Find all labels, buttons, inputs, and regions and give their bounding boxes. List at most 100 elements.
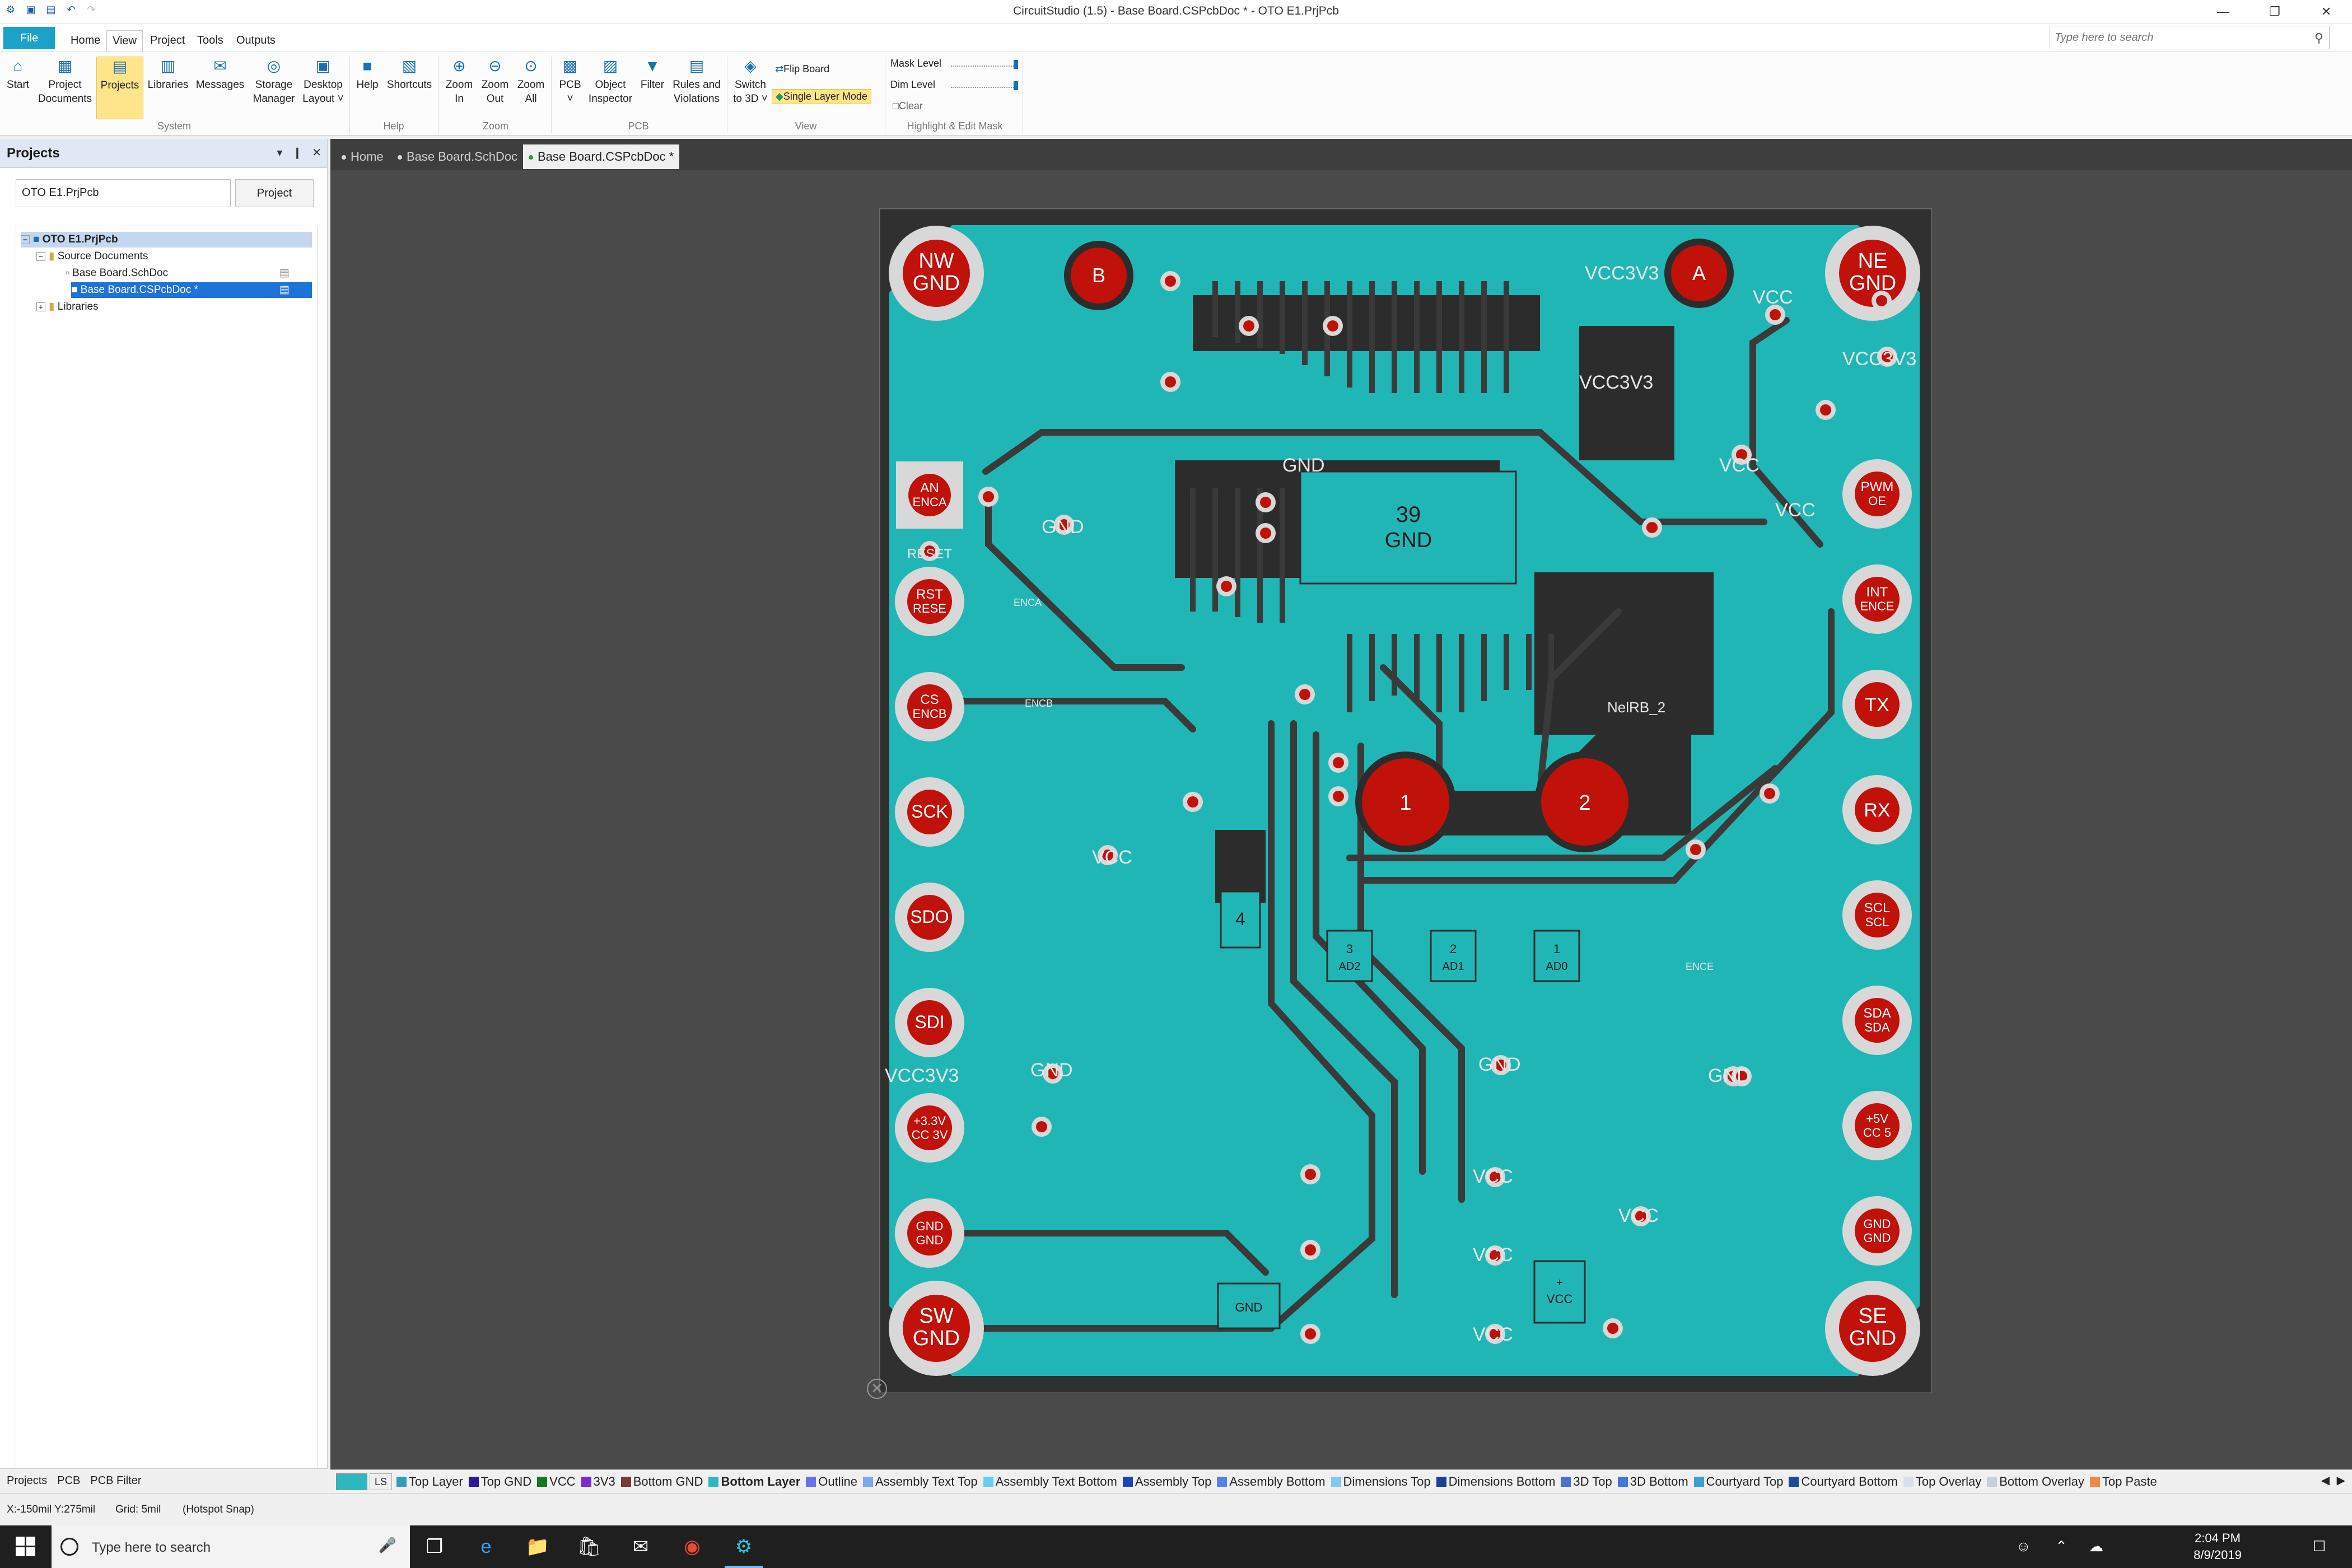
tree-item-pcbdoc[interactable]: ■ Base Board.CSPcbDoc * ▤ <box>71 282 312 298</box>
layer-tab[interactable]: 3D Top <box>1561 1474 1612 1489</box>
microphone-icon[interactable]: 🎤 <box>378 1537 396 1553</box>
slider-knob[interactable] <box>1014 81 1018 90</box>
tab-projects[interactable]: Projects <box>7 1474 48 1487</box>
task-view-icon[interactable]: ❐ <box>426 1536 444 1557</box>
notifications-icon[interactable]: ☐ <box>2313 1538 2326 1555</box>
mail-icon[interactable]: ✉ <box>632 1536 649 1557</box>
chrome-icon[interactable]: ◉ <box>684 1536 701 1557</box>
tray-expand-icon[interactable]: ⌃ <box>2055 1538 2068 1555</box>
tab-home[interactable]: Home <box>71 34 101 46</box>
doc-tab-schdoc[interactable]: Base Board.SchDoc <box>392 144 523 169</box>
layer-tab[interactable]: Dimensions Bottom <box>1436 1474 1555 1489</box>
close-button[interactable]: ✕ <box>2321 4 2332 18</box>
start-button[interactable]: ⌂Start <box>6 57 30 91</box>
layer-tab[interactable]: Assembly Text Bottom <box>983 1474 1117 1489</box>
layer-tab[interactable]: Dimensions Top <box>1331 1474 1431 1489</box>
tab-file[interactable]: File <box>3 27 55 49</box>
pin-icon[interactable]: ❙ <box>292 147 302 159</box>
fiducial-a[interactable] <box>1671 245 1727 301</box>
panel-close-icon[interactable]: ✕ <box>312 147 321 159</box>
mask-level-slider[interactable] <box>951 60 1018 70</box>
tree-item-source-documents[interactable]: −▮ Source Documents <box>36 249 148 264</box>
current-layer-swatch[interactable] <box>336 1473 367 1490</box>
layer-tab[interactable]: Courtyard Bottom <box>1789 1474 1898 1489</box>
libraries-button[interactable]: ▥Libraries <box>147 57 189 91</box>
filter-button[interactable]: ▼Filter <box>640 57 665 91</box>
collapse-icon[interactable]: − <box>36 251 45 261</box>
redo-icon[interactable]: ↷ <box>87 4 96 15</box>
search-input[interactable] <box>2050 26 2297 49</box>
clear-mask-button[interactable]: □Clear <box>893 100 923 111</box>
pcb-board[interactable]: 39 GND 3 AD2 2 AD1 1 AD0 4 GND + VCC NW … <box>879 208 1932 1393</box>
flip-board-button[interactable]: ⇄Flip Board <box>775 63 830 74</box>
app-logo-icon[interactable]: ⚙ <box>6 4 16 15</box>
circuitstudio-app-icon[interactable]: ⚙ <box>725 1533 763 1568</box>
help-button[interactable]: ■Help <box>356 57 379 91</box>
tree-item-libraries[interactable]: +▮ Libraries <box>36 299 99 315</box>
taskbar-clock[interactable]: 2:04 PM 8/9/2019 <box>2162 1530 2274 1564</box>
layer-set-button[interactable]: LS <box>370 1473 393 1490</box>
save-icon[interactable]: ▣ <box>26 4 36 15</box>
restore-button[interactable]: ❐ <box>2269 4 2280 18</box>
tab-project[interactable]: Project <box>150 34 185 46</box>
fiducial-b[interactable] <box>1071 248 1127 304</box>
ribbon-search[interactable]: ⚲ <box>2050 26 2330 49</box>
store-icon[interactable]: 🛍 <box>577 1536 601 1557</box>
tab-view[interactable]: View <box>106 30 143 52</box>
doc-tab-home[interactable]: Home <box>336 144 389 169</box>
scroll-left-icon[interactable]: ◀ <box>2321 1474 2330 1487</box>
layer-tab[interactable]: Assembly Text Top <box>862 1474 978 1489</box>
pad-4[interactable] <box>1220 890 1261 949</box>
layer-tab[interactable]: 3V3 <box>581 1474 615 1489</box>
project-button[interactable]: Project <box>235 179 314 207</box>
undo-icon[interactable]: ↶ <box>67 4 76 15</box>
layer-tab[interactable]: Bottom Layer <box>708 1474 800 1489</box>
slider-knob[interactable] <box>1014 60 1018 69</box>
minimize-button[interactable]: — <box>2217 4 2229 18</box>
file-explorer-icon[interactable]: 📁 <box>525 1536 550 1557</box>
people-icon[interactable]: ☺ <box>2016 1538 2031 1555</box>
large-pad-1[interactable] <box>1362 758 1449 846</box>
layer-tab[interactable]: Top GND <box>468 1474 531 1489</box>
layer-tab[interactable]: Bottom GND <box>620 1474 703 1489</box>
layer-tab[interactable]: Assembly Top <box>1122 1474 1211 1489</box>
pcb-canvas[interactable]: 39 GND 3 AD2 2 AD1 1 AD0 4 GND + VCC NW … <box>330 170 2352 1469</box>
tab-tools[interactable]: Tools <box>197 34 223 46</box>
scroll-right-icon[interactable]: ▶ <box>2336 1474 2345 1487</box>
dim-level-slider[interactable] <box>951 81 1018 91</box>
onedrive-icon[interactable]: ☁ <box>2089 1538 2103 1555</box>
layer-tab[interactable]: Outline <box>806 1474 857 1489</box>
windows-start-icon[interactable] <box>16 1537 36 1557</box>
tree-item-schdoc[interactable]: ▫ Base Board.SchDoc ▤ <box>66 265 312 281</box>
project-name-field[interactable]: OTO E1.PrjPcb <box>16 179 231 207</box>
layer-tab[interactable]: Courtyard Top <box>1693 1474 1783 1489</box>
single-layer-mode-button[interactable]: ◆Single Layer Mode <box>772 89 871 104</box>
messages-button[interactable]: ✉Messages <box>195 57 245 91</box>
taskbar-search[interactable]: Type here to search 🎤 <box>52 1525 410 1568</box>
tree-item-project[interactable]: −■ OTO E1.PrjPcb <box>21 232 312 248</box>
save-all-icon[interactable]: ▤ <box>46 4 56 15</box>
main-ic-pad[interactable] <box>1299 470 1517 585</box>
layer-tab[interactable]: Top Paste <box>2089 1474 2157 1489</box>
layer-tab[interactable]: Bottom Overlay <box>1987 1474 2084 1489</box>
layer-tab[interactable]: Assembly Bottom <box>1217 1474 1326 1489</box>
collapse-icon[interactable]: − <box>21 235 30 244</box>
panel-menu-icon[interactable]: ▾ <box>277 147 283 159</box>
large-pad-2[interactable] <box>1541 758 1628 846</box>
adc-pad[interactable] <box>1430 930 1477 982</box>
edge-browser-icon[interactable]: e <box>480 1536 492 1557</box>
pcb-button[interactable]: ▩PCB˅ <box>559 57 581 105</box>
adc-pad[interactable] <box>1326 930 1373 982</box>
gnd-pad[interactable] <box>1217 1282 1281 1329</box>
search-icon[interactable]: ⚲ <box>2314 31 2323 45</box>
layer-tab[interactable]: Top Overlay <box>1903 1474 1981 1489</box>
shortcuts-button[interactable]: ▧Shortcuts <box>386 57 432 91</box>
